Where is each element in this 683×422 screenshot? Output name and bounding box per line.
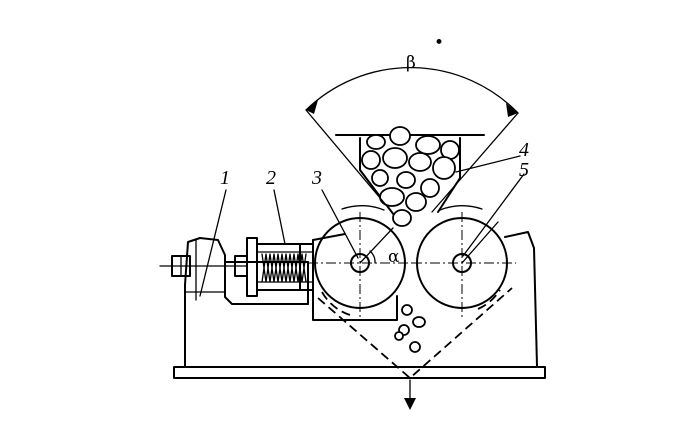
beta-arrow-left [306, 100, 318, 114]
label-part-1: 1 [220, 167, 230, 189]
movable-bearing-housing [312, 233, 398, 321]
left-roll [308, 205, 412, 318]
rock-lumps [361, 126, 460, 227]
label-leaders [199, 155, 525, 297]
label-part-2: 2 [266, 167, 276, 189]
angle-alpha-label: α [388, 247, 400, 267]
adjusting-bolt [159, 255, 248, 277]
base-plate [173, 366, 546, 379]
label-part-5: 5 [519, 159, 529, 181]
discharge-funnel [317, 287, 513, 380]
angle-beta-label: β [406, 53, 416, 73]
discharge-arrow [404, 379, 416, 410]
label-part-3: 3 [311, 167, 322, 189]
spring-assembly [246, 237, 314, 297]
corner-mark: • [434, 33, 444, 53]
crushed-particles [394, 304, 426, 353]
frame-body [184, 231, 538, 367]
right-roll [412, 205, 516, 318]
label-part-4: 4 [519, 139, 529, 161]
beta-arrow-right [506, 103, 518, 117]
nip-angle-lines [305, 66, 519, 213]
